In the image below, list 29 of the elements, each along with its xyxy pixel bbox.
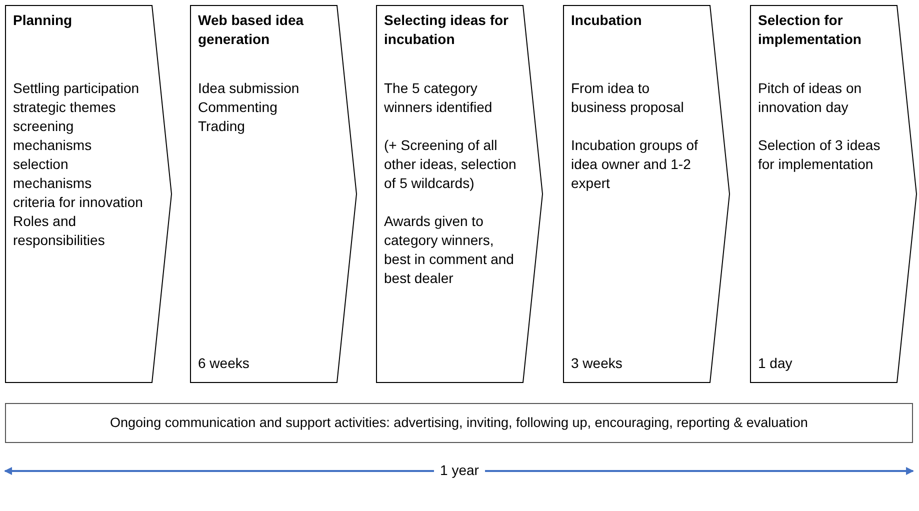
chevron-shape bbox=[750, 5, 917, 383]
stage-text: Idea submission bbox=[198, 79, 300, 98]
stage-heading: Web based idea generation bbox=[198, 11, 305, 49]
stage-text: Awards given to category winners, best in comment and best dealer bbox=[384, 212, 515, 288]
duration-text: 3 weeks bbox=[571, 354, 624, 373]
stage-heading: Incubation bbox=[571, 11, 643, 30]
chevron-shape bbox=[563, 5, 730, 383]
stage-text: Pitch of ideas on innovation day bbox=[758, 79, 863, 117]
chevron-shape bbox=[5, 5, 172, 383]
duration-text: 6 weeks bbox=[198, 354, 250, 373]
stage-heading: Planning bbox=[13, 11, 74, 30]
duration-text: 1 day bbox=[758, 354, 794, 373]
stage-heading: Selecting ideas for incubation bbox=[384, 11, 510, 49]
chevron-shape bbox=[376, 5, 543, 383]
stage-heading: Selection for implementation bbox=[758, 11, 862, 49]
stage-text: Commenting bbox=[198, 98, 278, 117]
stage-text: Incubation groups of idea owner and 1-2 expert bbox=[571, 136, 699, 193]
activity-box bbox=[5, 403, 913, 443]
stage-text: criteria for innovation bbox=[13, 193, 144, 212]
activity-text: Ongoing communication and support activities: advertising, inviting, following up, encouraging, reporting & evaluation bbox=[110, 414, 808, 432]
chevron-shape bbox=[190, 5, 357, 383]
stage-text: Settling participation bbox=[13, 79, 140, 98]
stage-text: (+ Screening of all other ideas, selection of 5 wildcards) bbox=[384, 136, 518, 193]
stage-text: strategic themes bbox=[13, 98, 117, 117]
stage-text: From idea to business proposal bbox=[571, 79, 685, 117]
stage-text: Selection of 3 ideas for implementation bbox=[758, 136, 882, 174]
stage-text: Trading bbox=[198, 117, 246, 136]
stage-text: Roles and responsibilities bbox=[13, 212, 106, 250]
stage-text: The 5 category winners identified bbox=[384, 79, 494, 117]
